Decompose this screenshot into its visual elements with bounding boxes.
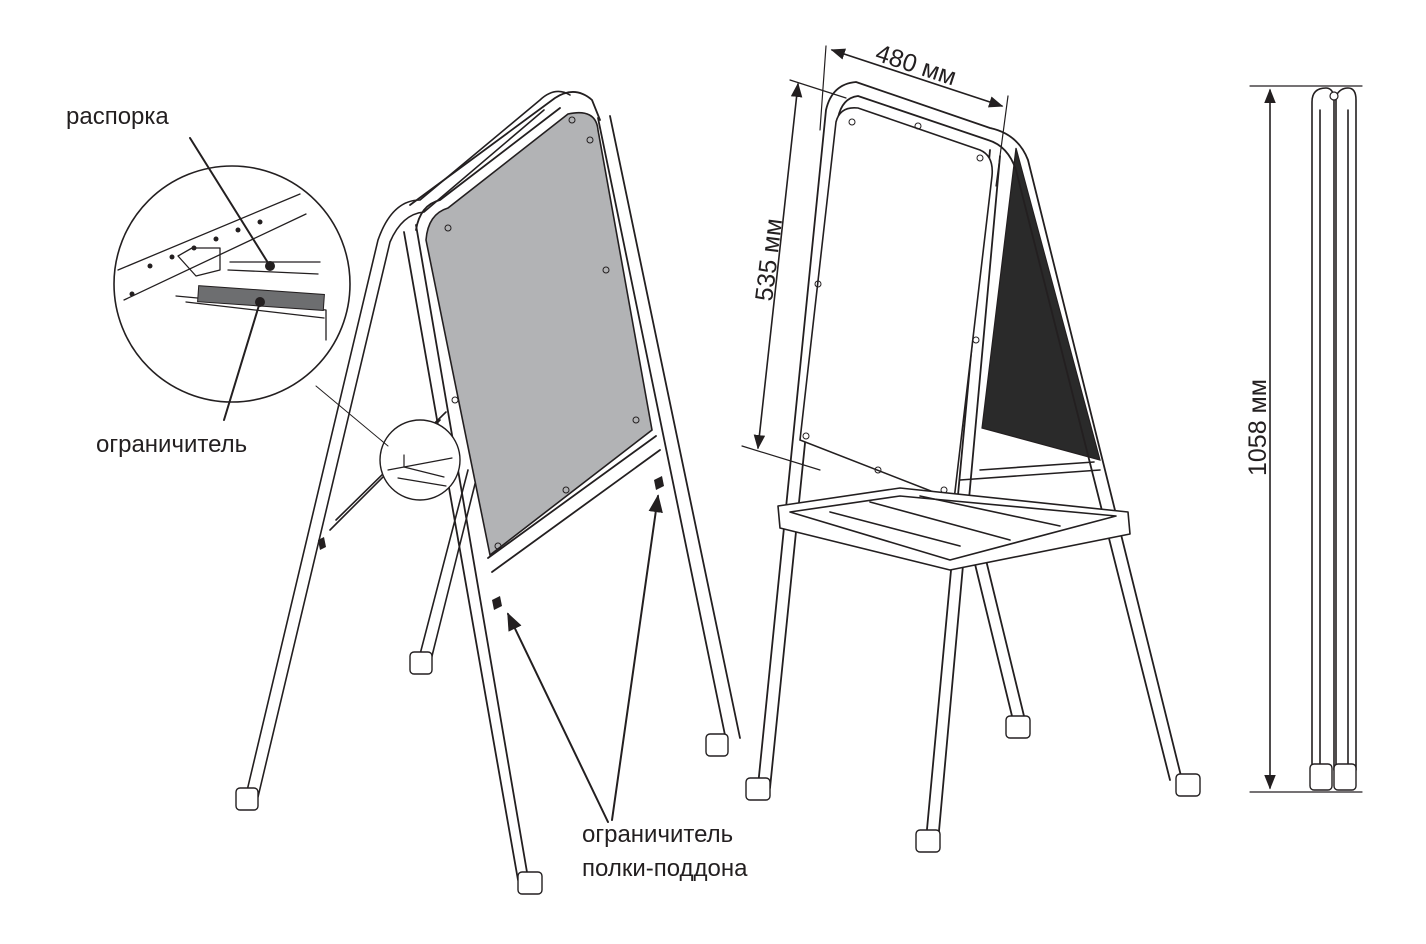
detail-callout-large [113,165,351,403]
side-view-feet [1309,763,1357,791]
tray-limiter-label-line2: полки-поддона [582,855,748,882]
limiter-label: ограничитель [96,431,247,458]
right-easel [745,81,1201,853]
leader-lines [189,137,663,823]
board-height-dimension-line [753,82,803,450]
board-height-extension-bottom [741,445,821,471]
left-easel-front-frame [403,91,741,881]
total-height-dimension-text: 1058 мм [1244,379,1272,476]
spacer-leader-dot [265,261,275,271]
width-extension-right [995,95,1009,187]
tray-limiter-label-line1: ограничитель [582,821,733,848]
side-view-frame [1311,87,1357,771]
left-easel-feet [235,651,729,895]
limiter-leader-dot [255,297,265,307]
right-easel-tray [777,461,1131,571]
foot-cap [705,733,729,757]
foot-cap [517,871,543,895]
foot-cap [1333,763,1357,791]
limiter-leader [223,301,261,421]
spacer-leader [189,137,271,267]
board-height-dimension-text: 535 мм [750,217,788,303]
detail-holes [129,219,263,297]
width-dimension-text: 480 мм [872,39,960,91]
foot-cap [745,777,771,801]
foot-cap [1309,763,1333,791]
spacer-label: распорка [66,103,169,130]
detail-small-contents [387,454,453,487]
tray-limiter-markers [318,476,664,610]
side-view [1249,85,1363,793]
width-dimension-line [830,48,1004,108]
tray-limiter-arrow-2 [611,494,663,821]
foot-cap [235,787,259,811]
left-easel [113,90,741,895]
tray-limiter-arrow-1 [507,612,609,823]
board-height-extension-top [789,79,847,99]
foot-cap [409,651,433,675]
foot-cap [1175,773,1201,797]
foot-cap [1005,715,1031,739]
dimension-lines [741,45,1009,471]
side-view-hinge [1329,91,1339,101]
right-easel-feet [745,715,1201,853]
right-easel-board [799,106,994,502]
left-easel-board-screws [444,116,640,550]
width-extension-left [819,45,827,131]
left-easel-board [425,111,653,557]
detail-callout-small [379,419,461,501]
right-easel-back-board [981,147,1101,461]
callout-connector [315,385,389,447]
foot-cap [915,829,941,853]
